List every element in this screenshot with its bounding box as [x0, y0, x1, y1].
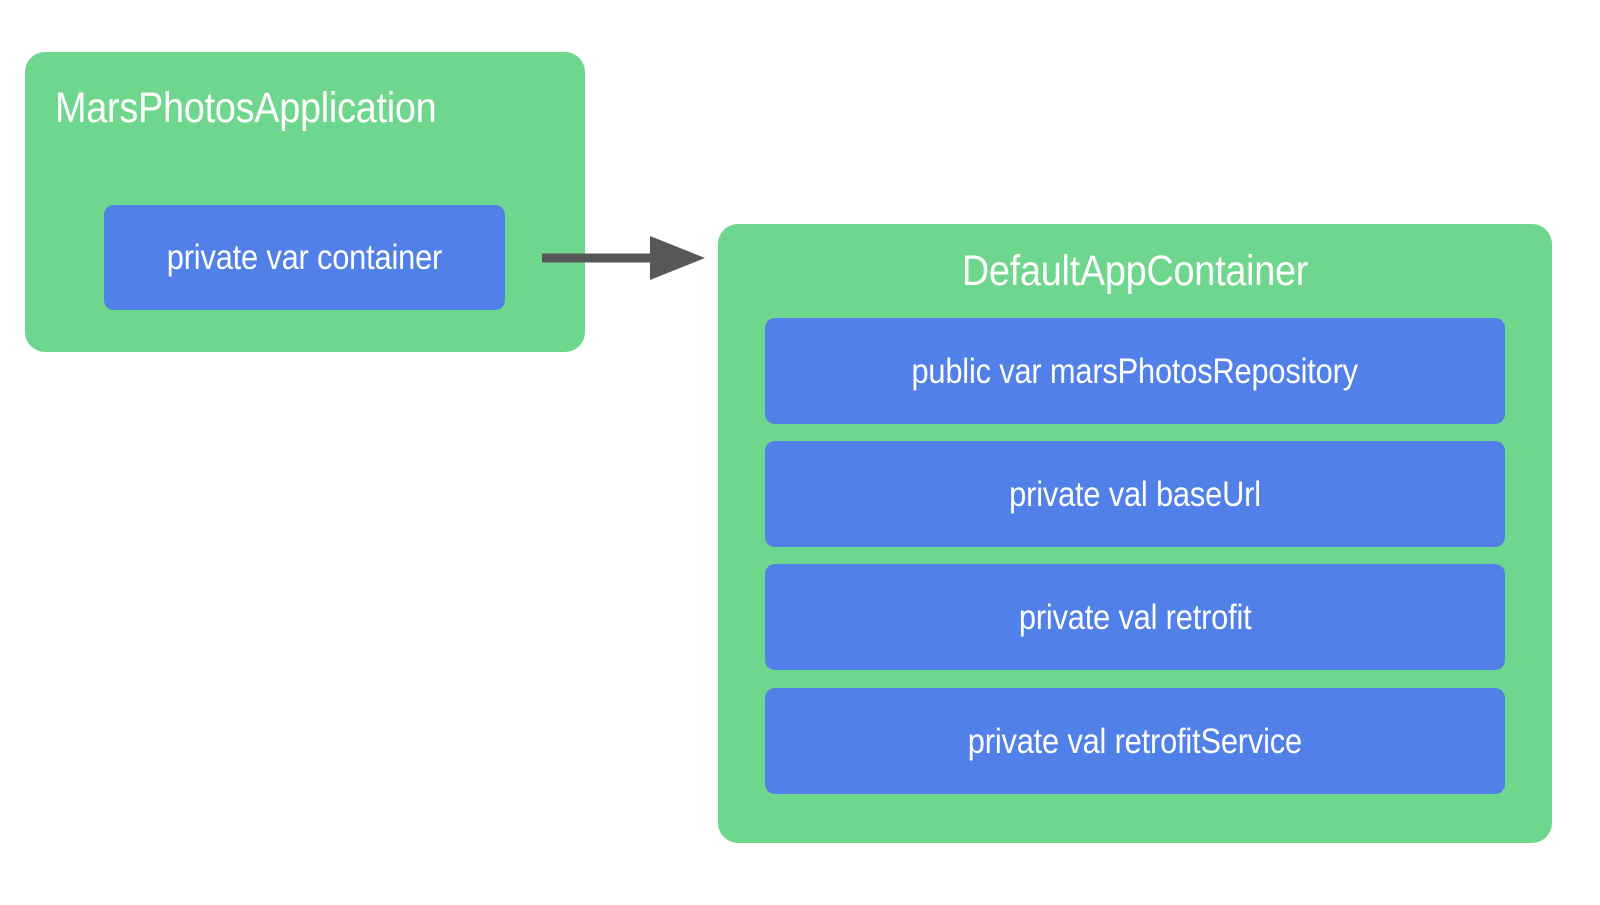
member-label: private val retrofit	[1018, 597, 1252, 637]
member-label: private var container	[166, 238, 443, 277]
class-title: MarsPhotosApplication	[55, 84, 437, 132]
arrow-right-icon	[542, 236, 705, 280]
member-box-container[interactable]: private var container	[104, 205, 505, 310]
member-label: public var marsPhotosRepository	[911, 351, 1359, 391]
class-box-default-app-container[interactable]: DefaultAppContainer public var marsPhoto…	[718, 224, 1552, 843]
member-box-base-url[interactable]: private val baseUrl	[765, 441, 1505, 547]
class-title: DefaultAppContainer	[961, 247, 1309, 295]
member-box-retrofit[interactable]: private val retrofit	[765, 564, 1505, 670]
member-label: private val retrofitService	[967, 721, 1303, 761]
class-box-mars-photos-application[interactable]: MarsPhotosApplication private var contai…	[25, 52, 585, 352]
member-box-retrofit-service[interactable]: private val retrofitService	[765, 688, 1505, 794]
member-label: private val baseUrl	[1009, 474, 1261, 514]
member-box-mars-photos-repository[interactable]: public var marsPhotosRepository	[765, 318, 1505, 424]
